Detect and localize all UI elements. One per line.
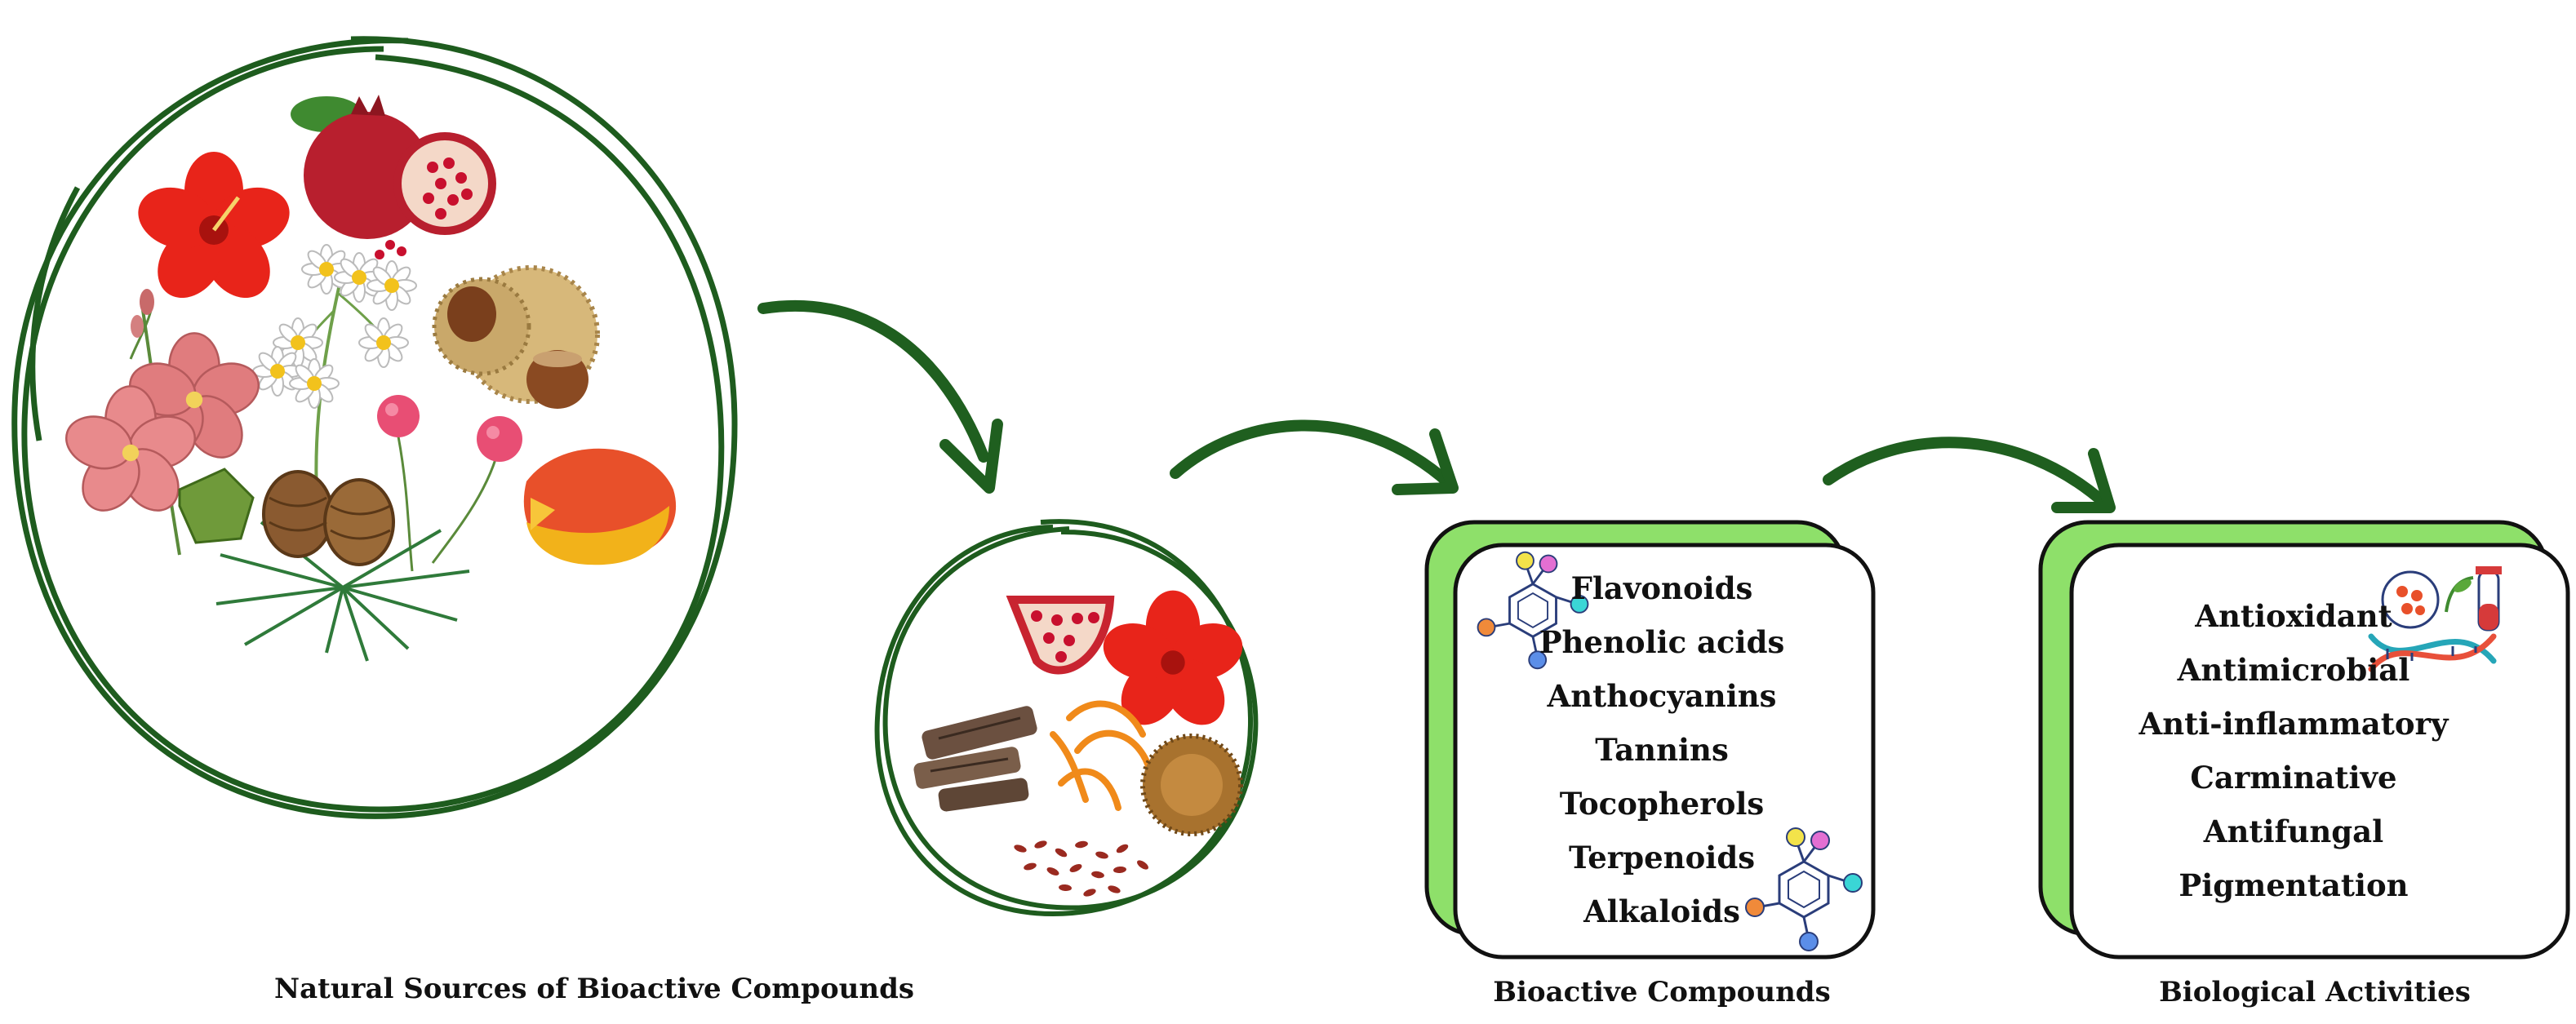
activity-item: Pigmentation xyxy=(2178,867,2409,903)
bark-icon xyxy=(913,706,1037,812)
arrow-extract-to-compounds xyxy=(1170,419,1459,495)
compound-item: Tocopherols xyxy=(1559,786,1765,822)
caption-natural-sources: Natural Sources of Bioactive Compounds xyxy=(274,973,914,1005)
activity-item: Carminative xyxy=(2190,760,2397,796)
pinecone-icon xyxy=(215,470,470,662)
activity-item: Antioxidant xyxy=(2195,598,2392,634)
arrow-sources-to-extract xyxy=(757,299,1003,494)
clover-flower-icon xyxy=(377,395,522,572)
compounds-card xyxy=(1424,520,1876,960)
compound-item: Alkaloids xyxy=(1583,893,1740,929)
caption-biological-activities: Biological Activities xyxy=(2159,976,2471,1008)
seeds-icon xyxy=(1014,840,1148,897)
compound-item: Tannins xyxy=(1595,732,1729,768)
chestnut-icon xyxy=(432,265,600,409)
chestnut-burr-icon xyxy=(1140,734,1243,836)
compound-item: Anthocyanins xyxy=(1547,678,1777,714)
pomegranate-slice-icon xyxy=(1006,596,1115,675)
activity-item: Antifungal xyxy=(2203,813,2384,849)
mallow-icon xyxy=(58,289,267,556)
saffron-icon xyxy=(1050,700,1154,811)
activity-item: Antimicrobial xyxy=(2177,652,2410,688)
compound-item: Terpenoids xyxy=(1568,840,1756,875)
hibiscus-icon xyxy=(130,152,298,311)
activity-item: Anti-inflammatory xyxy=(2139,706,2449,742)
compound-item: Flavonoids xyxy=(1570,570,1753,606)
mango-icon xyxy=(523,448,677,565)
hibiscus-small-icon xyxy=(1095,590,1250,737)
caption-bioactive-compounds: Bioactive Compounds xyxy=(1493,976,1831,1008)
arrow-compounds-to-activities xyxy=(1823,437,2116,513)
activities-list: Antioxidant Antimicrobial Anti-inflammat… xyxy=(2139,589,2449,912)
compound-item: Phenolic acids xyxy=(1539,624,1785,660)
compounds-list: Flavonoids Phenolic acids Anthocyanins T… xyxy=(1539,561,1785,938)
dna-lab-icon xyxy=(2368,566,2502,672)
pomegranate-icon xyxy=(291,95,496,259)
large-source-ring xyxy=(11,36,738,819)
